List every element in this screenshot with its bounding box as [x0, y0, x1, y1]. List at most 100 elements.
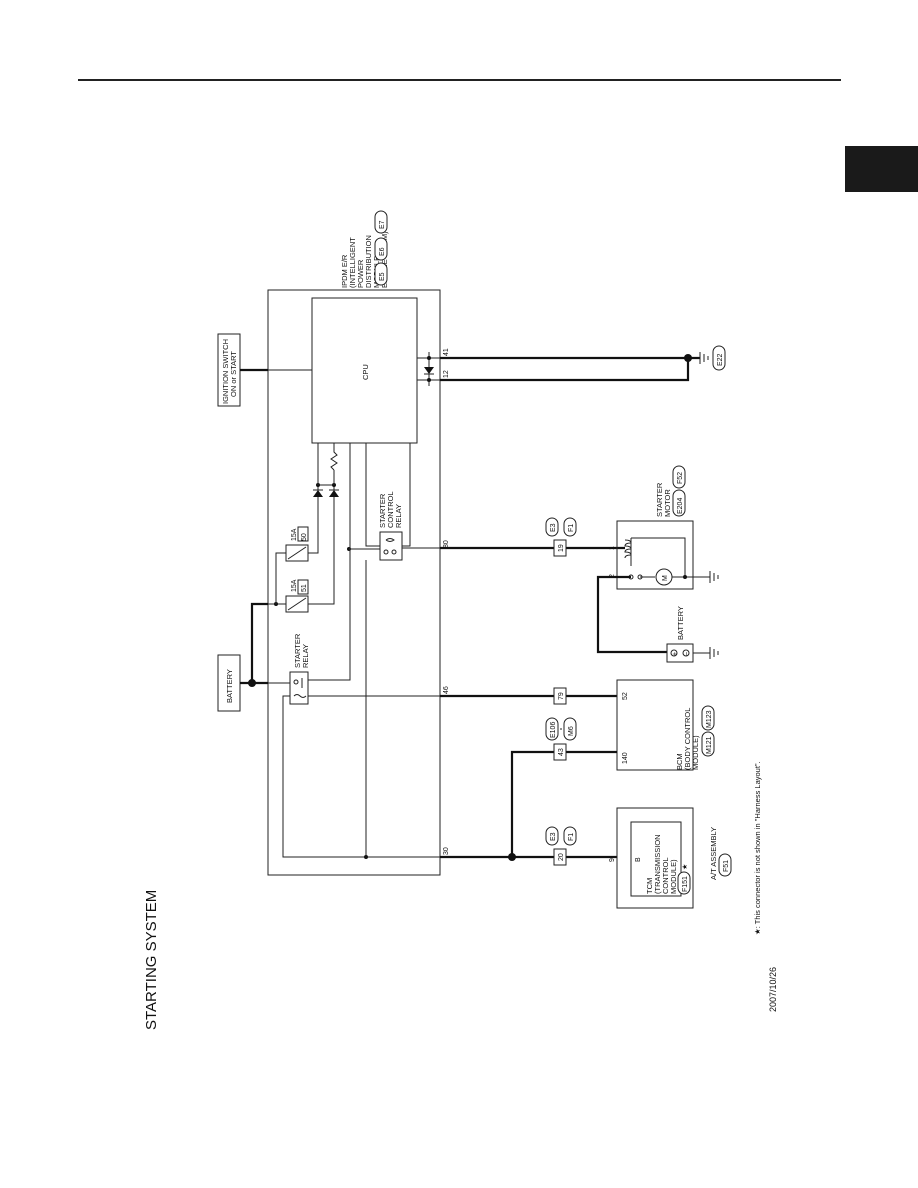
svg-text:E3: E3	[550, 523, 557, 532]
ignition-sublabel: ON or START	[229, 351, 238, 397]
svg-text:15A: 15A	[291, 579, 298, 592]
svg-text:F51: F51	[723, 860, 730, 872]
svg-text:BCM: BCM	[675, 753, 684, 770]
svg-text:IPDM E/R: IPDM E/R	[340, 254, 349, 288]
svg-text:(INTELLIGENT: (INTELLIGENT	[348, 237, 357, 288]
battery-label: BATTERY	[676, 606, 685, 640]
footnote: ★: This connector is not shown in "Harne…	[753, 761, 762, 935]
svg-text:CONTROL: CONTROL	[661, 857, 670, 894]
svg-text:(BODY CONTROL: (BODY CONTROL	[683, 708, 692, 770]
starter-relay	[289, 671, 309, 705]
svg-text:E204: E204	[677, 498, 684, 514]
page-title: STARTING SYSTEM	[143, 890, 160, 1030]
wire-bcm-140	[510, 750, 617, 857]
diode-icon	[329, 490, 339, 497]
svg-text:20: 20	[558, 853, 565, 861]
junction-bcm: 43 E106 M6	[545, 717, 577, 761]
pin-80: 80	[443, 540, 450, 548]
svg-text:E6: E6	[379, 247, 386, 256]
ground-connector	[712, 345, 726, 371]
svg-text:19: 19	[558, 544, 565, 552]
diode-ground-icon	[424, 367, 434, 374]
pin-41: 41	[443, 348, 450, 356]
ground-icon	[699, 352, 709, 364]
solenoid-coil-icon	[624, 538, 632, 566]
tcm-box	[630, 821, 682, 897]
at-assembly-label: A/T ASSEMBLY	[709, 827, 718, 880]
svg-text:M121: M121	[706, 736, 713, 754]
svg-text:TCM: TCM	[645, 878, 654, 894]
svg-text:15A: 15A	[291, 528, 298, 541]
svg-text:51: 51	[301, 584, 308, 592]
ignition-label: IGNITION SWITCH	[221, 339, 230, 404]
svg-text:79: 79	[558, 692, 565, 700]
svg-text:CONTROL: CONTROL	[386, 491, 395, 528]
svg-text:43: 43	[558, 748, 565, 756]
tcm-pin-9: 9	[609, 858, 616, 862]
svg-text:POWER: POWER	[356, 259, 365, 288]
svg-text:F52: F52	[677, 472, 684, 484]
svg-text:+: +	[672, 652, 679, 656]
svg-text:MODULE): MODULE)	[691, 735, 700, 770]
svg-text:M123: M123	[706, 710, 713, 728]
starter-control-relay-label: STARTER CONTROL RELAY	[378, 491, 403, 528]
pin-46: 46	[443, 686, 450, 694]
junction-tcm: 20 E3 F1	[545, 826, 577, 866]
svg-text:MOTOR: MOTOR	[663, 489, 672, 517]
wire-12	[440, 358, 690, 382]
ground-icon	[709, 571, 719, 583]
svg-text:E5: E5	[379, 272, 386, 281]
diode-icon	[313, 490, 323, 497]
pin-12: 12	[443, 370, 450, 378]
svg-text:DISTRIBUTION: DISTRIBUTION	[364, 235, 373, 288]
section-tab	[845, 146, 918, 192]
svg-text:−: −	[684, 652, 691, 656]
cpu-label: CPU	[361, 364, 370, 380]
battery-feed-label: BATTERY	[225, 669, 234, 703]
header-rule	[78, 79, 841, 81]
at-assembly-connector	[718, 853, 732, 877]
bcm-pin-52: 52	[622, 692, 629, 700]
starter-motor-label: STARTER MOTOR E204 F52	[655, 465, 686, 517]
pin-30: 30	[443, 847, 450, 855]
svg-text:(TRANSMISSION: (TRANSMISSION	[653, 834, 662, 894]
svg-text:STARTER: STARTER	[655, 482, 664, 517]
tcm-label: TCM (TRANSMISSION CONTROL MODULE)	[645, 834, 678, 894]
tcm-pin-b: B	[635, 857, 642, 862]
tcm-connector	[677, 871, 691, 895]
starter-control-relay	[379, 531, 403, 561]
junction-80: 19 E3 F1	[545, 517, 577, 557]
resistor-icon	[330, 443, 338, 471]
svg-text:E3: E3	[550, 832, 557, 841]
svg-text:MODULE): MODULE)	[669, 859, 678, 894]
page-date: 2007/10/26	[768, 967, 778, 1012]
wire-battery	[596, 575, 670, 654]
ipdm-box	[267, 289, 441, 876]
svg-text:E22: E22	[717, 353, 724, 366]
svg-text:F1: F1	[568, 833, 575, 841]
bcm-pin-140: 140	[622, 752, 629, 764]
bcm-label: BCM (BODY CONTROL MODULE) M121 M123	[675, 705, 715, 770]
starter-motor-box	[616, 520, 694, 590]
bcm-box	[616, 679, 694, 771]
svg-text:E7: E7	[379, 220, 386, 229]
ground-junction	[684, 354, 692, 362]
svg-text:E106: E106	[550, 722, 557, 738]
svg-text:F151: F151	[682, 876, 689, 892]
star-icon: ★	[681, 864, 689, 870]
svg-text:RELAY: RELAY	[394, 504, 403, 528]
svg-text:RELAY: RELAY	[301, 644, 310, 668]
fuse-50: 15A 50	[285, 526, 309, 562]
ground-icon	[709, 647, 719, 659]
svg-text:F1: F1	[568, 524, 575, 532]
svg-text:M: M	[662, 575, 669, 581]
starter-relay-label: STARTER RELAY	[293, 633, 310, 668]
svg-text:M6: M6	[568, 726, 575, 736]
wire-battery-fuse	[250, 602, 268, 683]
fuse-51: 15A 51	[285, 579, 309, 613]
svg-text:STARTER: STARTER	[293, 633, 302, 668]
ipdm-connectors: E5 E6 E7	[374, 210, 388, 286]
svg-text:STARTER: STARTER	[378, 493, 387, 528]
starter-pin-1: 1	[609, 546, 616, 550]
